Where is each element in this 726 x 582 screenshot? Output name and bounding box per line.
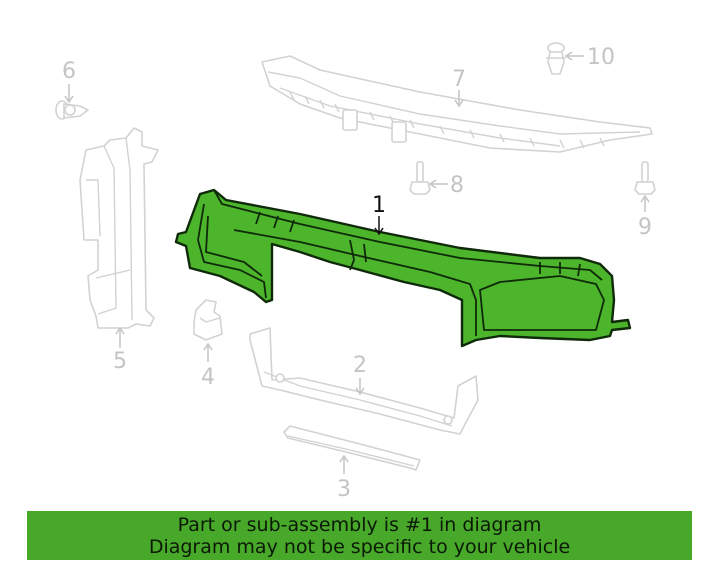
banner-line-2: Diagram may not be specific to your vehi…: [148, 536, 571, 558]
banner-line-1: Part or sub-assembly is #1 in diagram: [177, 514, 542, 536]
callout-1: 1: [372, 193, 386, 218]
part-8-bolt[interactable]: [409, 161, 431, 195]
callout-4: 4: [201, 365, 215, 390]
callout-8: 8: [450, 173, 464, 198]
part-6-clip[interactable]: [55, 100, 89, 120]
part-1-radiator-support[interactable]: [174, 188, 632, 348]
callout-6: 6: [62, 59, 76, 84]
part-2-lower-tie-bar[interactable]: [249, 327, 479, 435]
part-4-bracket[interactable]: [193, 299, 223, 341]
callout-5: 5: [113, 349, 127, 374]
callout-9: 9: [638, 215, 652, 240]
part-10-push-pin[interactable]: [546, 42, 566, 75]
callout-2: 2: [353, 353, 367, 378]
part-9-bolt[interactable]: [634, 161, 656, 195]
callout-3: 3: [337, 477, 351, 502]
info-banner: Part or sub-assembly is #1 in diagram Di…: [27, 511, 692, 560]
part-5-air-deflector[interactable]: [79, 127, 159, 329]
part-3-lower-shield[interactable]: [283, 425, 421, 471]
callout-10: 10: [587, 45, 615, 70]
callout-7: 7: [452, 67, 466, 92]
